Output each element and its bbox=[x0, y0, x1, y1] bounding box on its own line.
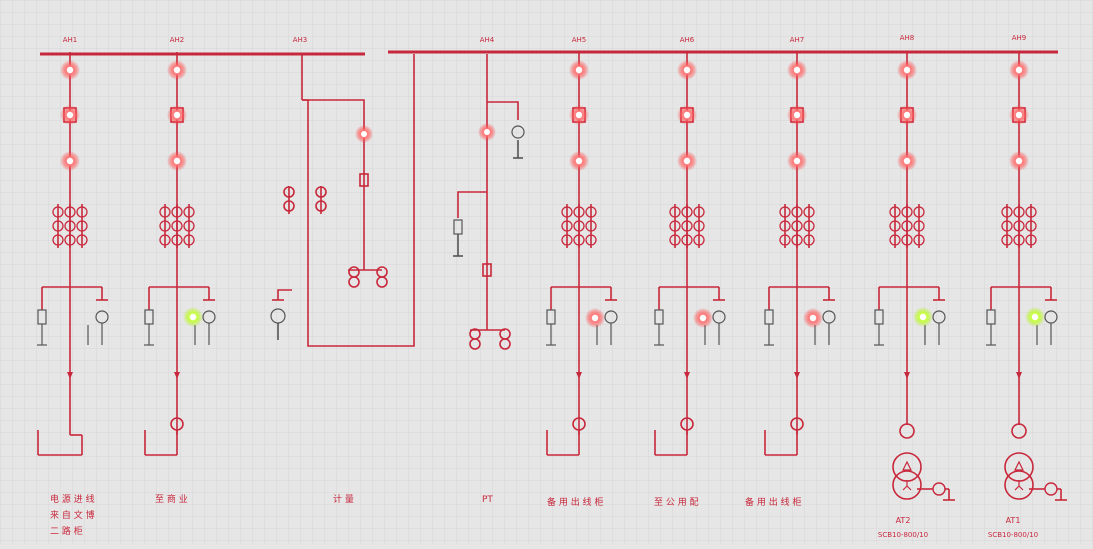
cabinet-label-ah5: AH5 bbox=[572, 36, 587, 44]
ah9-direction-arrow bbox=[1016, 372, 1022, 379]
ah8-transformer-secondary bbox=[892, 470, 922, 500]
ah5-text: 备 用 出 线 柜 bbox=[547, 496, 603, 508]
ah9-cable-head bbox=[1011, 423, 1027, 439]
ah8-breaker-lamp bbox=[903, 111, 911, 119]
pt-cabinet bbox=[453, 54, 525, 350]
metering-cabinet bbox=[270, 54, 415, 347]
ah8-wye-mark bbox=[902, 480, 912, 491]
feeder-ah9 bbox=[986, 52, 1067, 501]
ah6-text: 至 公 用 配 bbox=[654, 497, 699, 508]
ah3-text: 计 量 bbox=[333, 493, 354, 505]
feeder-cabinets bbox=[37, 52, 1067, 501]
ah7-status-lamp bbox=[809, 314, 817, 322]
ah5-direction-arrow bbox=[576, 372, 582, 379]
cabinet-label-ah4: AH4 bbox=[480, 36, 495, 44]
feeder-ah2 bbox=[144, 52, 216, 456]
ah2-status-lamp bbox=[189, 313, 197, 321]
ah8-earth-lamp bbox=[903, 157, 911, 165]
ah7-direction-arrow bbox=[794, 372, 800, 379]
ah1-breaker-lamp bbox=[66, 111, 74, 119]
feeder-ah8 bbox=[874, 52, 955, 501]
ah8-text-line-2: SCB10-800/10 bbox=[878, 531, 928, 539]
ah9-text-line-2: SCB10-800/10 bbox=[988, 531, 1038, 539]
ah5-earth-lamp bbox=[575, 157, 583, 165]
ah1-direction-arrow bbox=[67, 372, 73, 379]
ah6-direction-arrow bbox=[684, 372, 690, 379]
ah7-isolator-lamp bbox=[793, 66, 801, 74]
ah6-status-lamp bbox=[699, 314, 707, 322]
ah2-direction-arrow bbox=[174, 372, 180, 379]
ah6-earth-lamp bbox=[683, 157, 691, 165]
ah5-breaker-lamp bbox=[575, 111, 583, 119]
ah9-earth-lamp bbox=[1015, 157, 1023, 165]
ah2-breaker-lamp bbox=[173, 111, 181, 119]
ah5-isolator-lamp bbox=[575, 66, 583, 74]
ah7-text: 备 用 出 线 柜 bbox=[745, 496, 801, 508]
ah9-text-line-1: AT1 bbox=[1006, 516, 1021, 525]
ah5-status-lamp bbox=[591, 314, 599, 322]
ah6-isolator-lamp bbox=[683, 66, 691, 74]
ah8-delta-mark bbox=[902, 460, 912, 471]
ah2-text: 至 商 业 bbox=[155, 493, 188, 505]
cabinet-label-ah8: AH8 bbox=[900, 34, 915, 42]
ah9-transformer-secondary bbox=[1004, 470, 1034, 500]
cabinet-label-ah9: AH9 bbox=[1012, 34, 1027, 42]
pt-lamp-red bbox=[478, 123, 496, 141]
ah1-isolator-lamp bbox=[66, 66, 74, 74]
ah8-direction-arrow bbox=[904, 372, 910, 379]
ah8-cable-head bbox=[899, 423, 915, 439]
feeder-ah1 bbox=[37, 52, 109, 456]
cabinet-label-ah1: AH1 bbox=[63, 36, 78, 44]
feeder-ah7 bbox=[764, 52, 836, 456]
ah1-text-line-1: 电 源 进 线 bbox=[50, 493, 95, 505]
ah7-breaker-lamp bbox=[793, 111, 801, 119]
ah9-breaker-lamp bbox=[1015, 111, 1023, 119]
ah9-status-lamp bbox=[1031, 313, 1039, 321]
ah6-breaker-lamp bbox=[683, 111, 691, 119]
ah2-isolator-lamp bbox=[173, 66, 181, 74]
cabinet-label-ah2: AH2 bbox=[170, 36, 185, 44]
ah9-wye-mark bbox=[1014, 480, 1024, 491]
ah8-text-line-1: AT2 bbox=[896, 516, 911, 525]
cabinet-label-ah6: AH6 bbox=[680, 36, 695, 44]
ah2-earth-lamp bbox=[173, 157, 181, 165]
feeder-ah6 bbox=[654, 52, 726, 456]
ah1-earth-lamp bbox=[66, 157, 74, 165]
ah1-text-line-3: 二 路 柜 bbox=[50, 525, 83, 537]
ah1-text-line-2: 来 自 文 博 bbox=[50, 509, 95, 521]
ah4-text: PT bbox=[482, 495, 493, 505]
metering-lamp-red bbox=[355, 125, 373, 143]
ah8-status-lamp bbox=[919, 313, 927, 321]
ah9-isolator-lamp bbox=[1015, 66, 1023, 74]
ah8-isolator-lamp bbox=[903, 66, 911, 74]
ah7-earth-lamp bbox=[793, 157, 801, 165]
cabinet-label-ah7: AH7 bbox=[790, 36, 805, 44]
cabinet-label-ah3: AH3 bbox=[293, 36, 308, 44]
ah9-delta-mark bbox=[1014, 460, 1024, 471]
feeder-ah5 bbox=[546, 52, 618, 456]
